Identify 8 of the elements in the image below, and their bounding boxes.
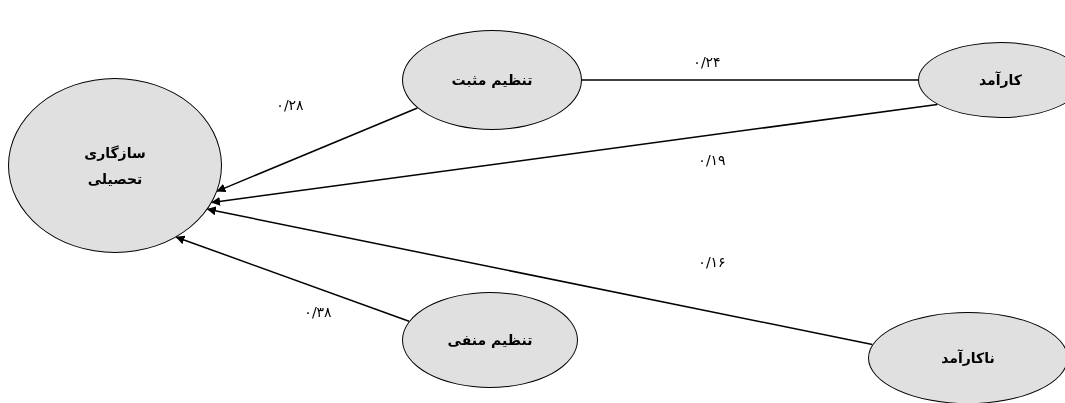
arrow: [216, 107, 419, 193]
arrow: [175, 235, 410, 322]
ellipse-node: ناکارآمد: [868, 312, 1065, 403]
ellipse-node: تنظیم مثبت: [402, 30, 582, 130]
ellipse-node: سازگاری تحصیلی: [8, 78, 222, 253]
ellipse-node: کارآمد: [918, 42, 1065, 118]
ellipse-node: تنظیم منفی: [402, 292, 578, 388]
connector-line: [581, 79, 919, 81]
